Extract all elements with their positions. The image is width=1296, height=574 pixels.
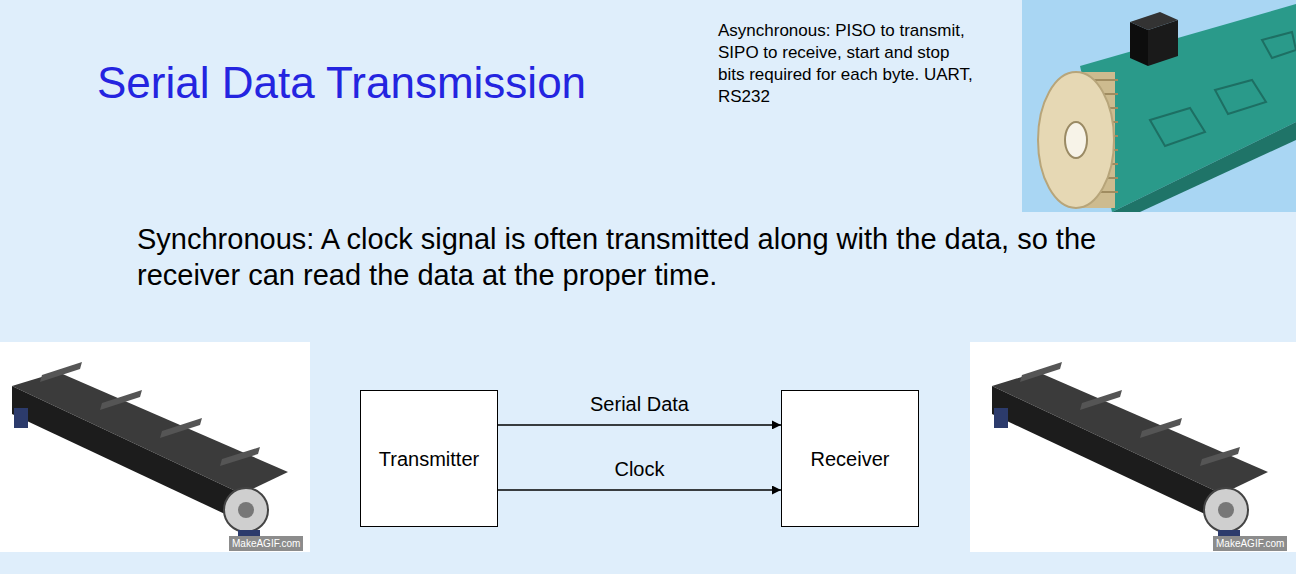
signal-arrow bbox=[498, 489, 781, 491]
block-box: Receiver bbox=[781, 390, 919, 527]
signal-name: Serial Data bbox=[588, 393, 691, 416]
conveyor-illustration bbox=[970, 342, 1296, 552]
block-box: Transmitter bbox=[360, 390, 498, 527]
watermark: MakeAGIF.com bbox=[229, 536, 303, 551]
body-text: Synchronous: A clock signal is often tra… bbox=[137, 221, 1147, 293]
conveyor-illustration bbox=[0, 342, 310, 552]
watermark: MakeAGIF.com bbox=[1213, 536, 1287, 551]
pulley-belt-illustration bbox=[1022, 0, 1296, 212]
signal-arrow bbox=[498, 424, 781, 426]
block-label: Receiver bbox=[811, 447, 890, 471]
block-label: Transmitter bbox=[379, 447, 479, 471]
note-text: Asynchronous: PISO to transmit, SIPO to … bbox=[718, 20, 980, 108]
slide-title: Serial Data Transmission bbox=[97, 57, 586, 109]
signal-name: Clock bbox=[612, 458, 666, 481]
